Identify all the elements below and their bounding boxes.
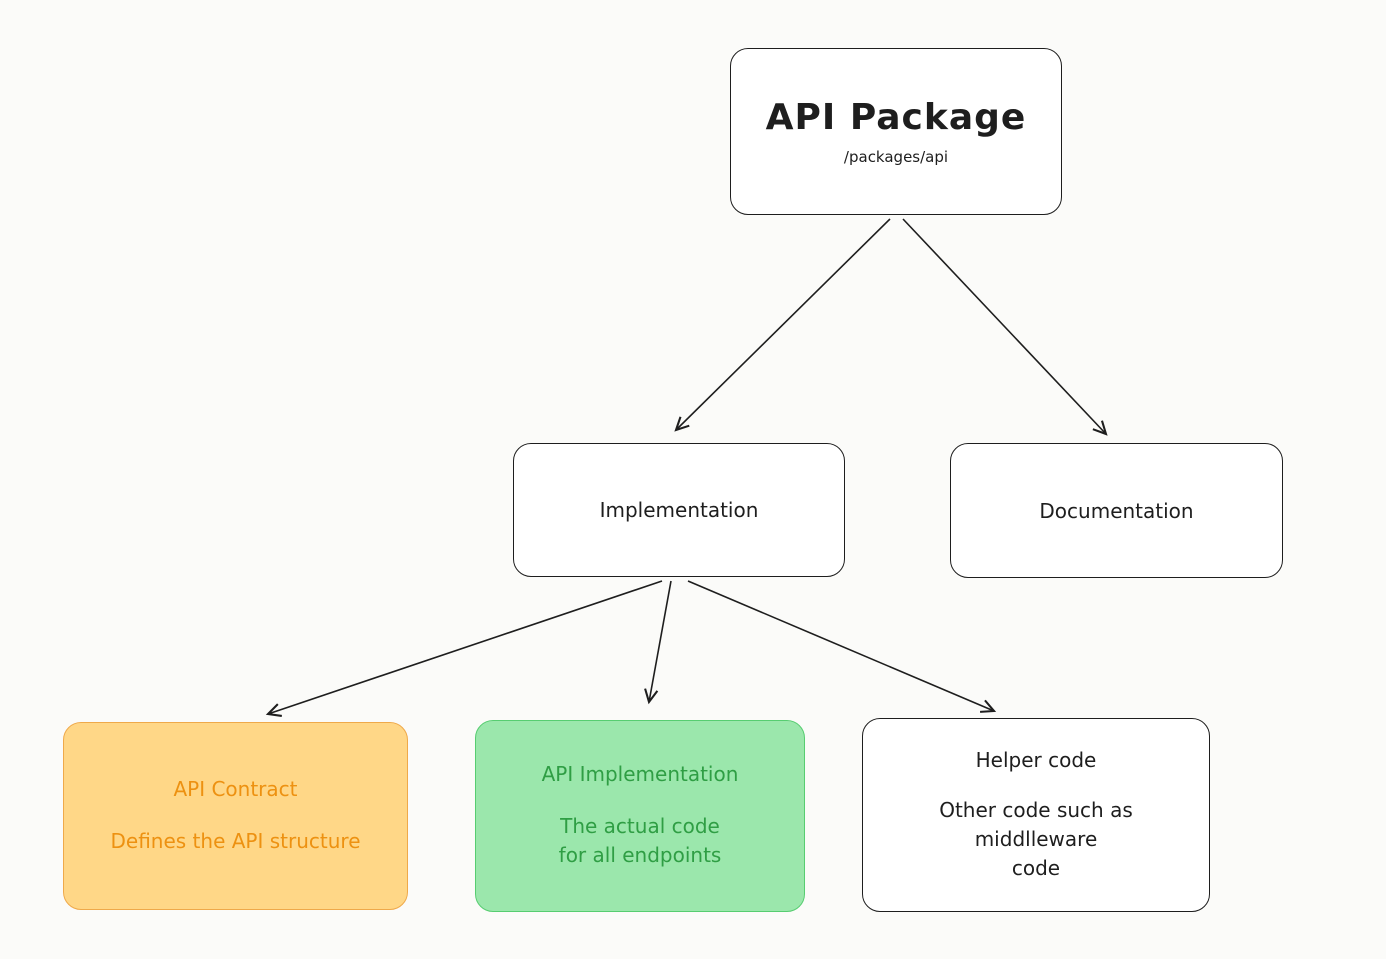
arrow-implementation-to-api-implementation	[644, 580, 672, 705]
node-documentation: Documentation	[950, 443, 1283, 578]
api-contract-description: Defines the API structure	[110, 828, 361, 853]
api-contract-title: API Contract	[173, 776, 298, 801]
helper-code-description: Other code such as middlleware code	[939, 797, 1133, 880]
api-implementation-description: The actual code for all endpoints	[558, 814, 722, 867]
implementation-label: Implementation	[599, 498, 759, 522]
helper-code-title: Helper code	[975, 747, 1097, 772]
node-api-implementation: API Implementation The actual code for a…	[475, 720, 805, 912]
arrow-package-to-documentation	[902, 218, 1108, 436]
arrow-implementation-to-contract	[265, 580, 663, 717]
node-api-package: API Package /packages/api	[730, 48, 1062, 215]
api-package-subtitle: /packages/api	[843, 148, 949, 166]
node-helper-code: Helper code Other code such as middllewa…	[862, 718, 1210, 912]
arrow-package-to-implementation	[674, 218, 891, 432]
api-package-title: API Package	[765, 97, 1027, 138]
arrow-implementation-to-helper-code	[687, 580, 997, 713]
node-implementation: Implementation	[513, 443, 845, 577]
documentation-label: Documentation	[1039, 498, 1194, 523]
node-api-contract: API Contract Defines the API structure	[63, 722, 408, 910]
api-implementation-title: API Implementation	[541, 762, 739, 786]
